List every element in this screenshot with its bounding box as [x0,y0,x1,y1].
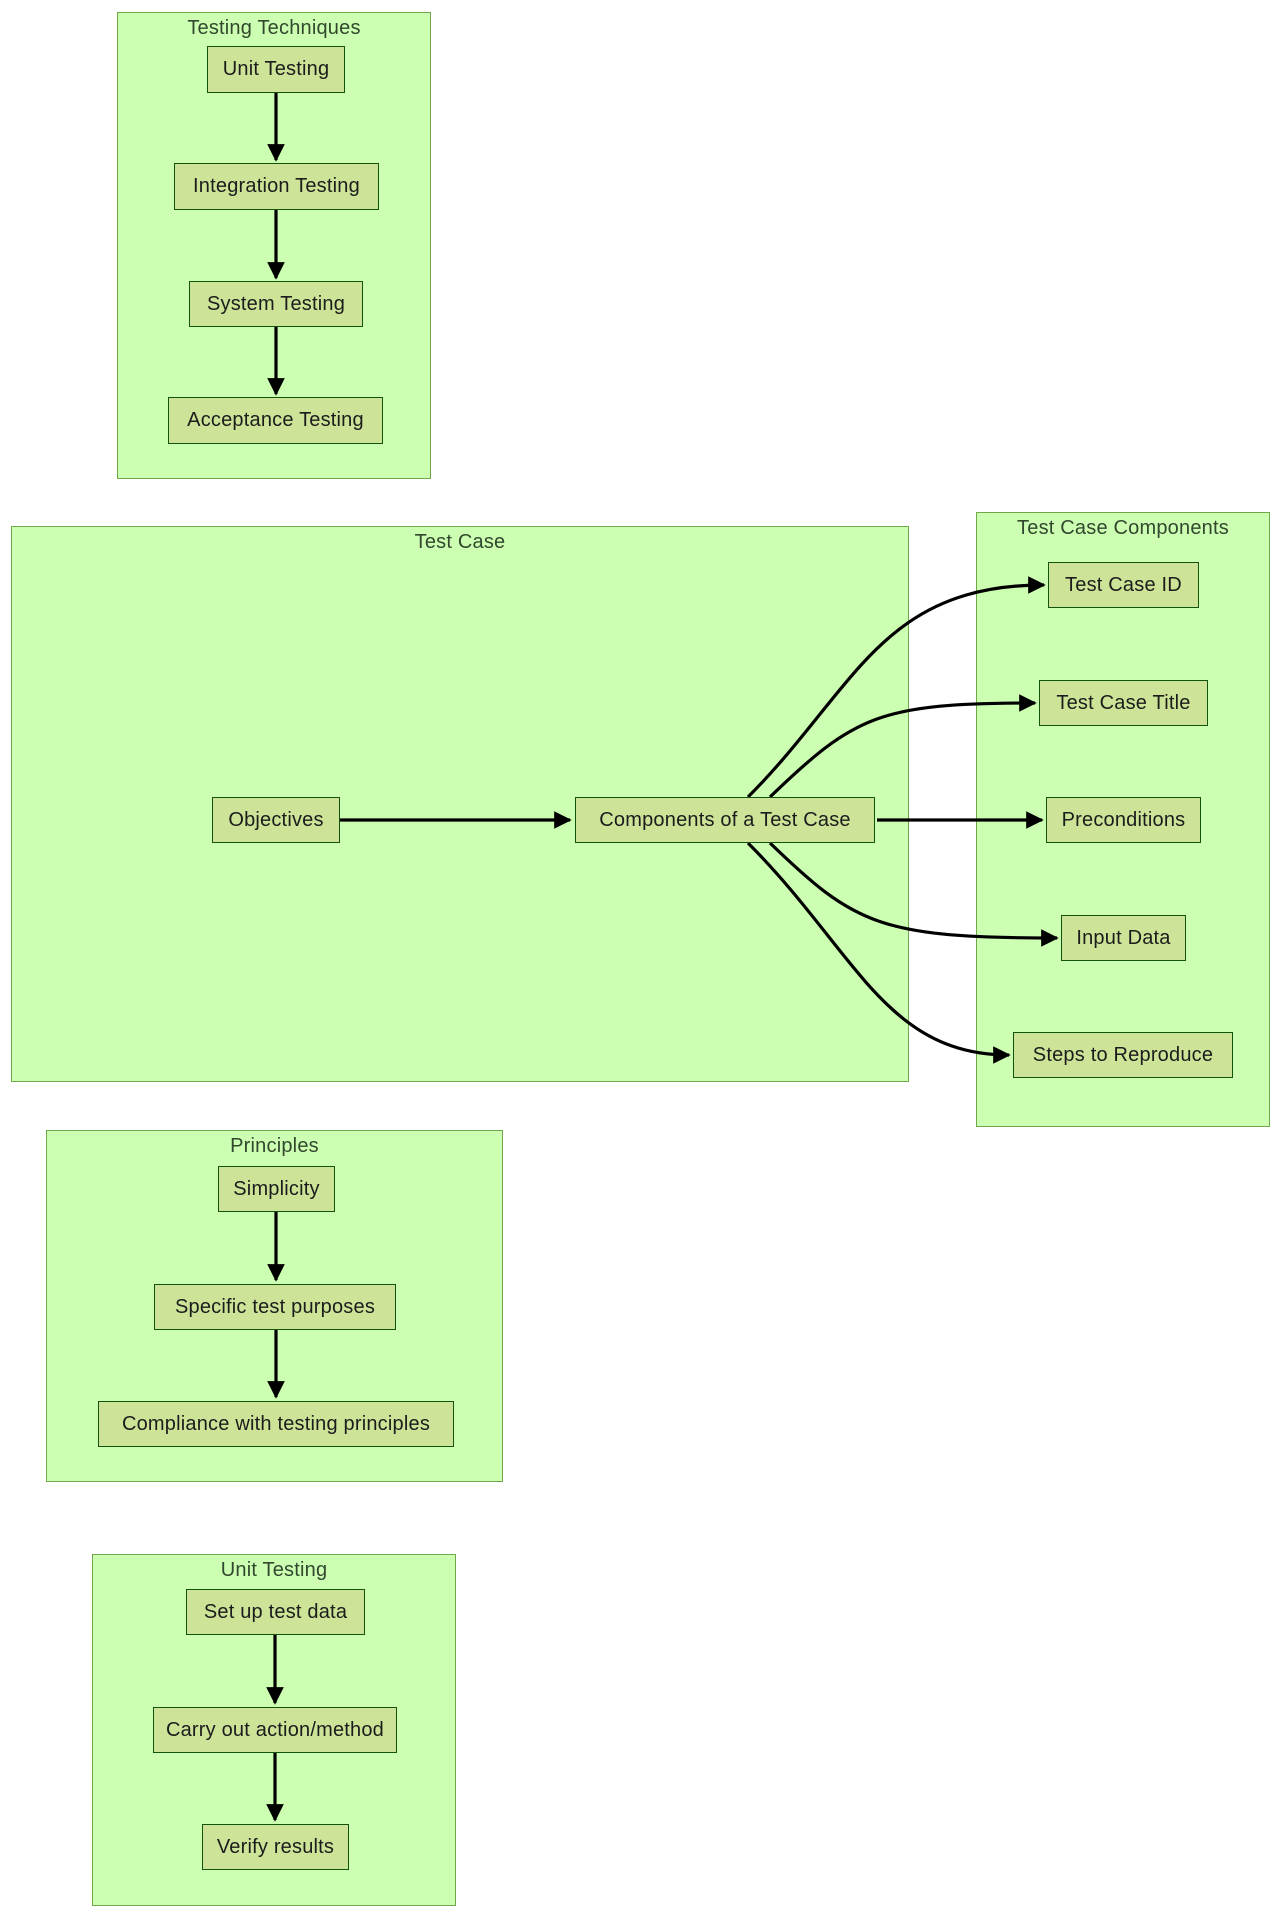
node-test-case-id: Test Case ID [1048,562,1199,608]
cluster-title-test-case-components: Test Case Components [1017,517,1229,539]
cluster-title-unit-testing: Unit Testing [220,1559,328,1581]
node-objectives: Objectives [212,797,340,843]
cluster-title-principles: Principles [230,1135,319,1157]
node-specific-test-purposes: Specific test purposes [154,1284,396,1330]
node-unit-testing: Unit Testing [207,46,345,93]
node-system-testing: System Testing [189,281,363,327]
node-test-case-title: Test Case Title [1039,680,1208,726]
node-compliance-with-testing-principles: Compliance with testing principles [98,1401,454,1447]
node-verify-results: Verify results [202,1824,349,1870]
node-input-data: Input Data [1061,915,1186,961]
node-carry-out-action-method: Carry out action/method [153,1707,397,1753]
cluster-title-testing-techniques: Testing Techniques [187,17,361,39]
node-integration-testing: Integration Testing [174,163,379,210]
node-preconditions: Preconditions [1046,797,1201,843]
node-steps-to-reproduce: Steps to Reproduce [1013,1032,1233,1078]
node-acceptance-testing: Acceptance Testing [168,397,383,444]
node-simplicity: Simplicity [218,1166,335,1212]
cluster-title-test-case: Test Case [414,531,506,553]
node-components-of-a-test-case: Components of a Test Case [575,797,875,843]
node-set-up-test-data: Set up test data [186,1589,365,1635]
